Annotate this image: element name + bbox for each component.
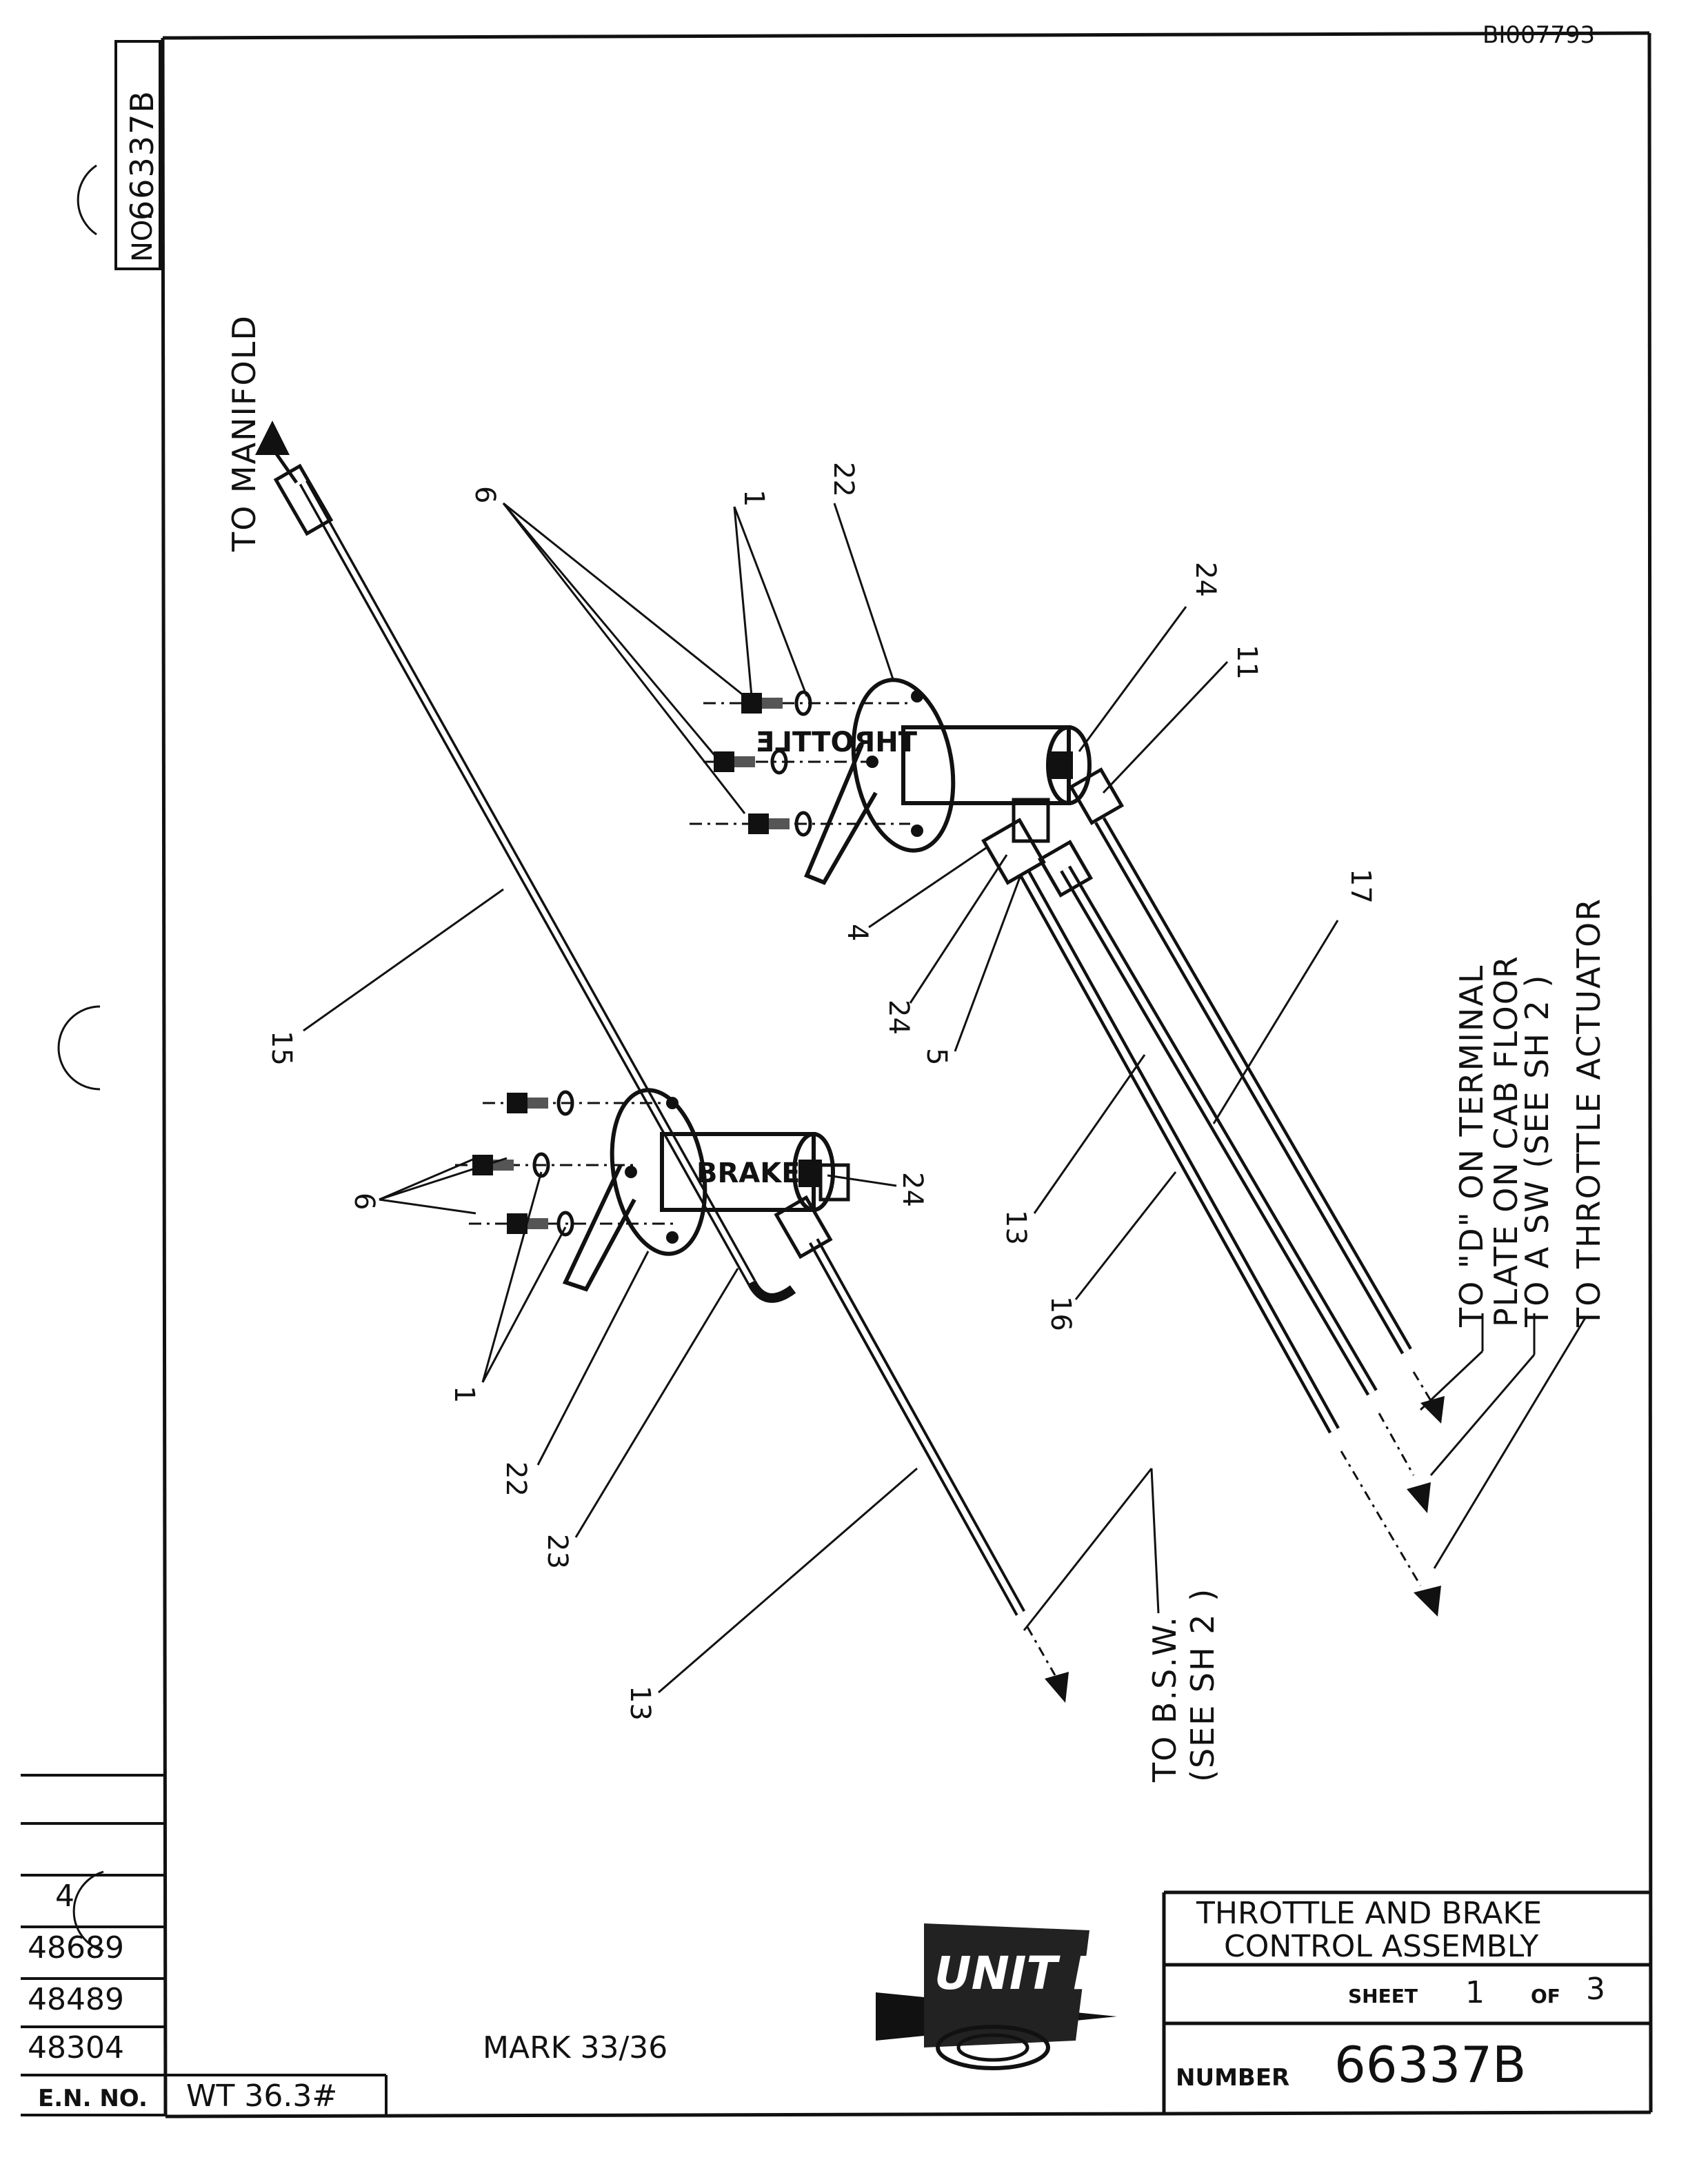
note-to-bsw-line2: (SEE SH 2 ) [1184,1588,1221,1782]
leader-lines [303,502,1587,1694]
note-to-d-line1: TO "D" ON TERMINAL [1453,964,1490,1328]
callout-6-bottom: 6 [348,1193,380,1210]
note-to-throttle-actuator: TO THROTTLE ACTUATOR [1570,898,1607,1328]
callouts: 1 22 6 24 11 4 24 5 17 15 13 16 6 24 1 2… [265,462,1376,1721]
brake-body-label: BRAKE [696,1157,801,1189]
revision-block [21,1774,388,2116]
en-number-1: 4 [55,1879,74,1914]
en-header: E.N. NO. [38,2085,148,2112]
arrow-to-asw [1407,1482,1431,1513]
callout-6-top: 6 [469,486,501,503]
callout-22-top: 22 [827,462,859,497]
callout-1-top: 1 [738,489,770,507]
en-number-4: 48304 [28,2030,124,2065]
callout-11: 11 [1231,645,1263,680]
weight: WT 36.3# [186,2079,337,2114]
of-label: OF [1531,1985,1560,2008]
throttle-body-label: THROTTLE [756,727,917,758]
punch-hole-bottom [72,1870,104,1952]
note-to-manifold: TO MANIFOLD [225,314,263,552]
unit-rig-logo: UNIT RIG [876,1923,1163,2070]
side-stamp-number: 66337B [123,90,161,221]
title-line-1: THROTTLE AND BRAKE [1196,1896,1542,1931]
logo-text: UNIT RIG [934,1947,1163,2000]
tube-13-right [1018,869,1441,1617]
tube-11 [1094,817,1445,1424]
callout-17: 17 [1345,869,1376,904]
tube-16 [1060,865,1431,1513]
punch-hole-middle [57,1005,101,1091]
callout-24-top: 24 [1189,562,1221,597]
tube-13-bsw [809,1238,1069,1703]
callout-16: 16 [1045,1296,1076,1331]
brake-assembly: BRAKE [562,1088,850,1292]
title-line-2: CONTROL ASSEMBLY [1224,1929,1538,1964]
drawing-number: 66337B [1334,2036,1526,2094]
sheet-label: SHEET [1348,1985,1418,2008]
punch-hole-top [77,164,97,236]
note-to-d-line2: PLATE ON CAB FLOOR [1487,955,1525,1327]
throttle-assembly: THROTTLE [756,678,1125,898]
note-to-asw: TO A SW (SEE SH 2 ) [1518,974,1556,1328]
en-number-3: 48489 [28,1982,124,2017]
callout-24-brake: 24 [896,1172,928,1207]
callout-1-bottom: 1 [448,1386,480,1403]
arrow-to-throttle-actuator [1414,1586,1441,1617]
side-stamp-prefix: NO. [127,212,159,263]
callout-4: 4 [841,924,873,941]
callout-22-bottom: 22 [500,1462,532,1497]
callout-13-bottom: 13 [624,1686,656,1721]
callout-13-right: 13 [1000,1210,1032,1245]
callout-15: 15 [265,1031,297,1066]
arrow-to-d-terminal [1420,1396,1445,1424]
callout-24-mid: 24 [883,1000,914,1035]
callout-23: 23 [541,1534,573,1569]
arrow-to-bsw [1045,1672,1069,1703]
en-number-2: 48689 [28,1930,124,1965]
number-label: NUMBER [1176,2064,1289,2092]
side-stamp: NO. 66337B [114,40,161,270]
sheet-number: 1 [1465,1975,1485,2010]
note-to-bsw-line1: TO B.S.W. [1146,1615,1183,1783]
mark-label: MARK 33/36 [483,2030,667,2065]
sheet-total: 3 [1586,1972,1605,2007]
tube-15-manifold [255,421,796,1303]
arrow-to-manifold [255,421,290,455]
title-block [1162,1890,1651,2114]
sheet-border [161,31,1653,2119]
callout-5: 5 [921,1048,952,1065]
